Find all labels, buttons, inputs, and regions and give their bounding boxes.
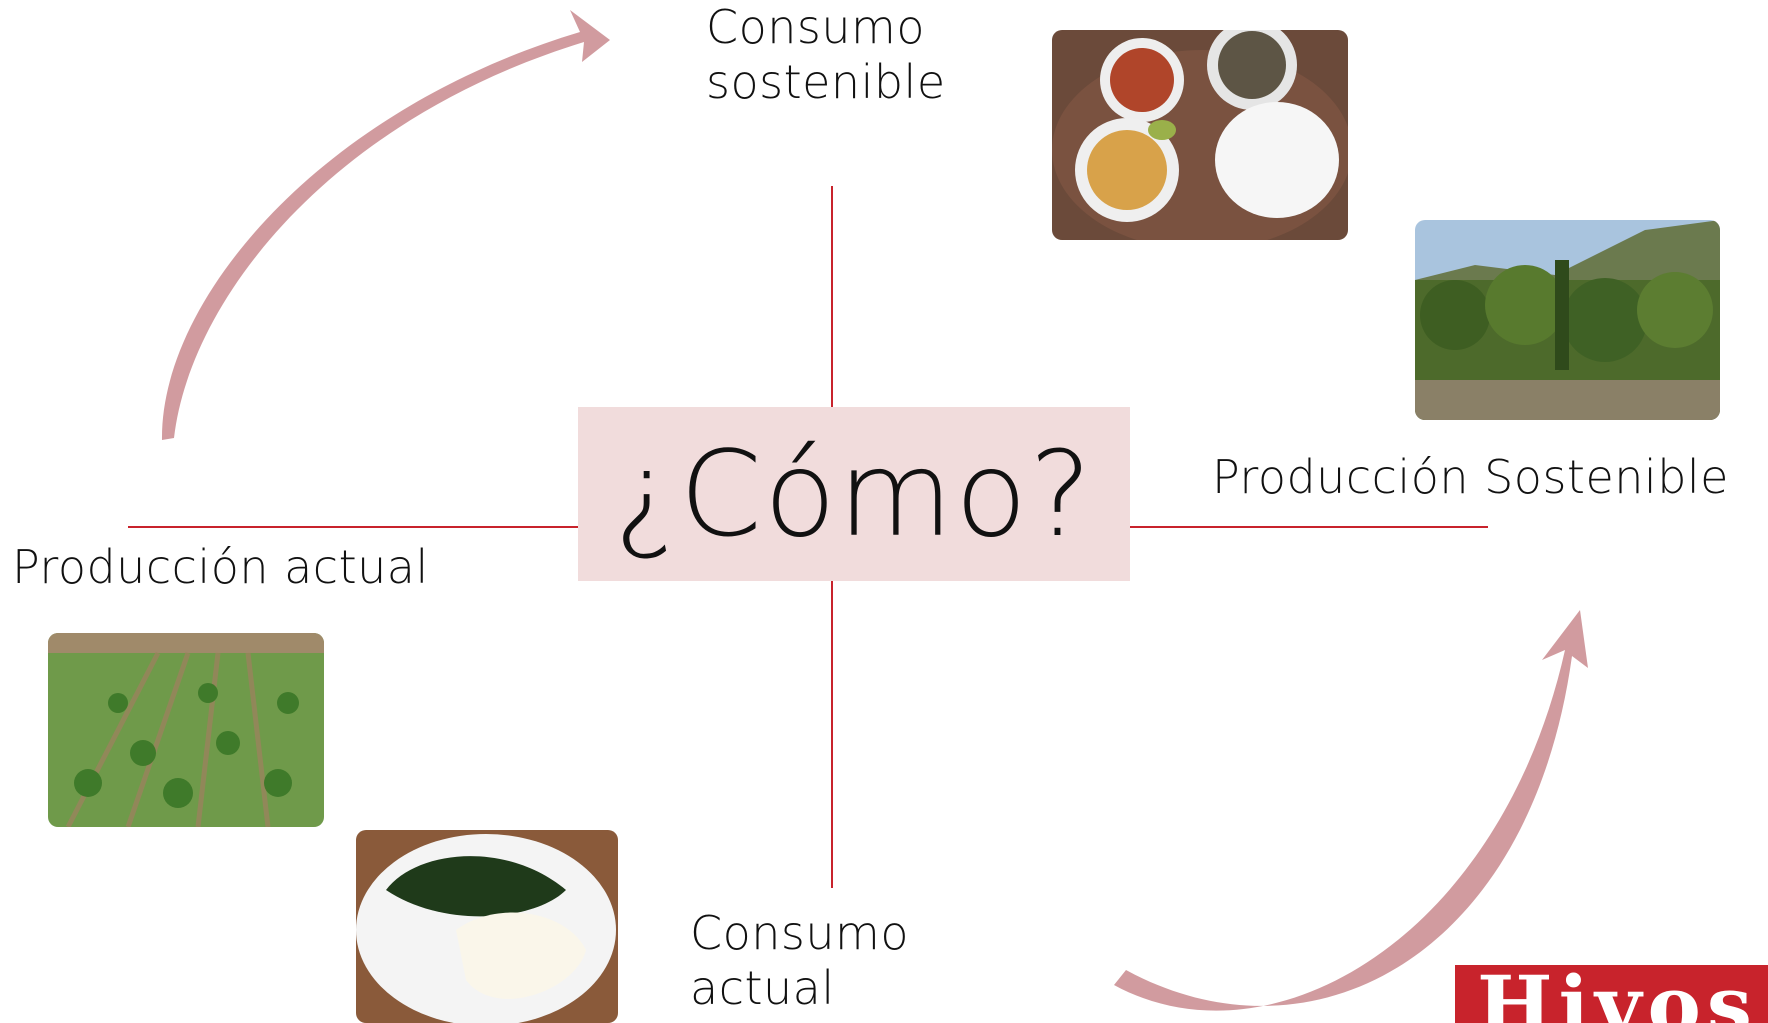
- center-question: ¿Cómo?: [614, 425, 1094, 563]
- label-sustainable-consumption: Consumo sostenible: [706, 0, 946, 110]
- axis-right: [1130, 526, 1488, 528]
- maize-field-photo: [48, 633, 324, 827]
- label-current-consumption: Consumo actual: [690, 906, 909, 1016]
- label-sustainable-consumption-line2: sostenible: [706, 55, 946, 110]
- sustainable-meal-photo: [1052, 30, 1348, 240]
- hivos-logo: Hivos: [1455, 965, 1768, 1023]
- label-current-consumption-line2: actual: [690, 961, 835, 1016]
- axis-top: [831, 186, 833, 407]
- curved-arrow-bottom-right: [1114, 610, 1588, 1011]
- center-question-box: ¿Cómo?: [578, 407, 1130, 581]
- label-current-production: Producción actual: [12, 540, 429, 594]
- axis-bottom: [831, 581, 833, 888]
- hivos-logo-text: Hivos: [1477, 965, 1758, 1023]
- label-sustainable-consumption-line1: Consumo: [706, 0, 925, 54]
- axis-left: [128, 526, 578, 528]
- label-current-consumption-line1: Consumo: [690, 906, 909, 960]
- label-sustainable-production: Producción Sostenible: [1212, 450, 1729, 504]
- curved-arrow-top-left: [161, 10, 611, 440]
- agroforestry-landscape-photo: [1415, 220, 1720, 420]
- ugali-greens-plate-photo: [356, 830, 618, 1023]
